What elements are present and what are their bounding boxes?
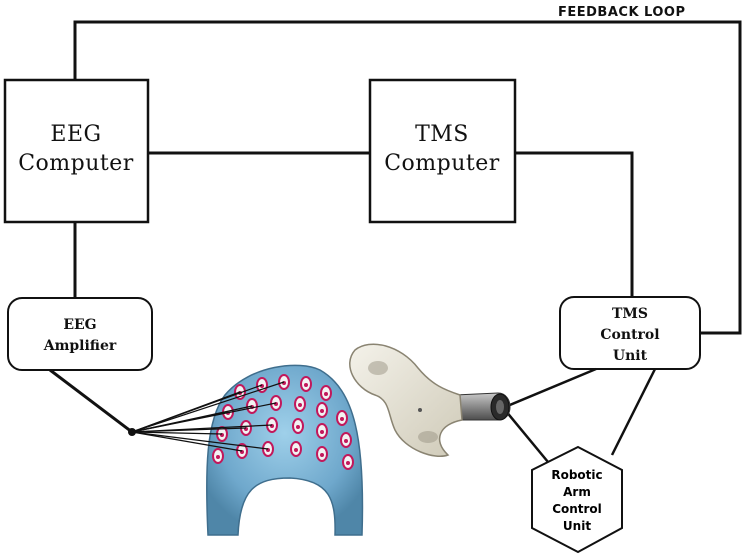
tms-computer-label-line1: TMS (415, 122, 469, 147)
tms-computer-box (368, 78, 517, 224)
tms-control-unit-label-line1: TMS (612, 306, 648, 322)
wire-junction (128, 428, 136, 436)
eeg-computer-box (3, 78, 150, 224)
electrode-wires (131, 381, 285, 452)
coil-to-robot-line (504, 409, 549, 463)
feedback-loop-line (73, 20, 742, 335)
tms-control-unit-box (559, 296, 701, 370)
tms-coil-icon (349, 343, 511, 457)
control-unit-to-coil-line (504, 367, 597, 409)
amplifier-to-junction-line (49, 368, 133, 434)
eeg-amplifier-box (7, 297, 153, 371)
tms-control-unit-label-line3: Unit (613, 348, 648, 364)
robotic-arm-label-line3: Control (552, 502, 602, 516)
robotic-arm-label-line4: Unit (563, 519, 591, 533)
eeg-amplifier-label-line1: EEG (63, 317, 96, 333)
eeg-computer-label-line2: Computer (18, 151, 134, 176)
eeg-computer-label-line1: EEG (50, 122, 101, 147)
eeg-cap-icon (205, 364, 364, 536)
robotic-arm-label-line1: Robotic (551, 468, 602, 482)
tms-control-unit-label-line2: Control (600, 327, 659, 343)
tms-computer-label-line2: Computer (384, 151, 500, 176)
robotic-arm-label-line2: Arm (563, 485, 591, 499)
tms-computer-to-control-line (515, 151, 634, 297)
control-unit-to-robot-line (610, 368, 657, 456)
eeg-amplifier-label-line2: Amplifier (43, 338, 117, 354)
feedback-loop-label: FEEDBACK LOOP (558, 5, 686, 20)
robotic-arm-control-unit-hexagon (531, 445, 623, 554)
